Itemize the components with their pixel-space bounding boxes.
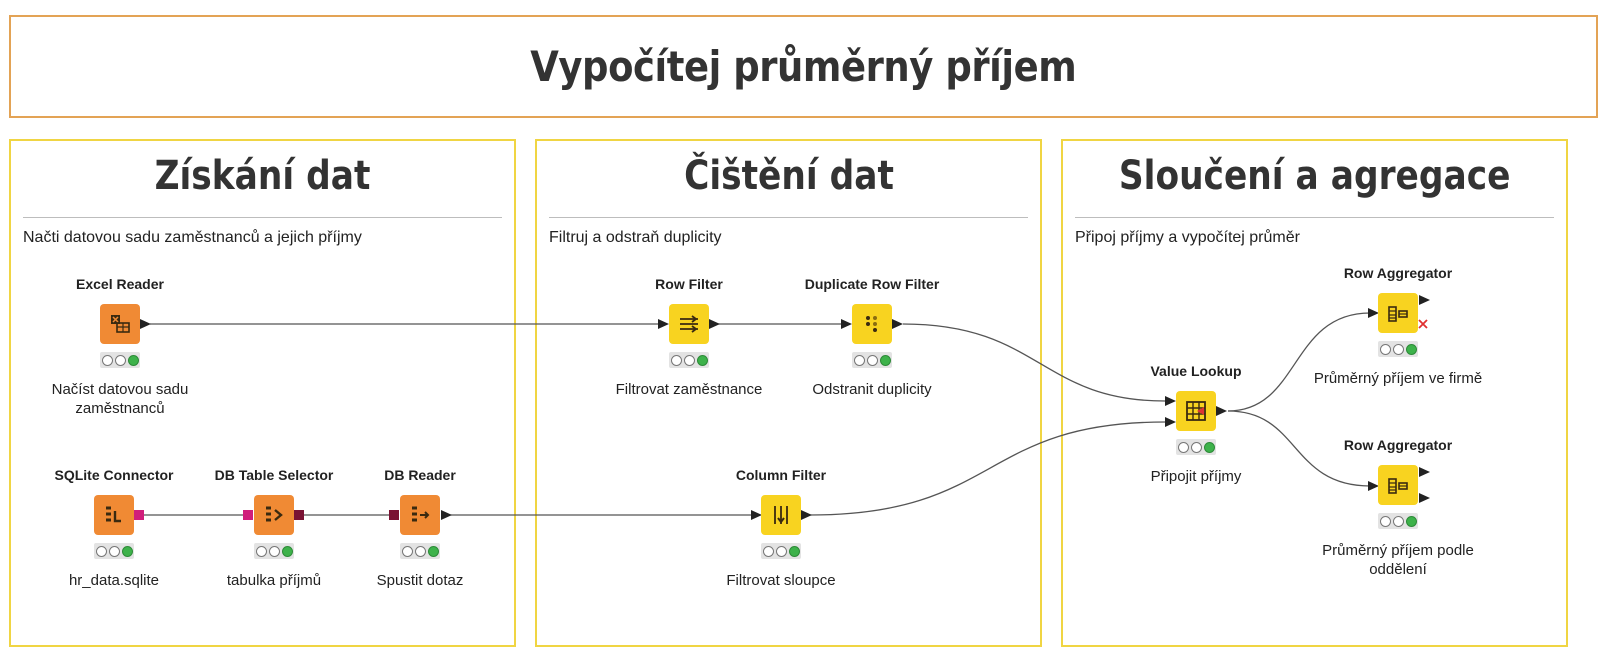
status-traffic-light [94,543,134,559]
status-traffic-light [761,543,801,559]
row-aggregator-icon[interactable] [1378,465,1418,505]
value-lookup-icon[interactable] [1176,391,1216,431]
node-label[interactable]: Spustit dotaz [376,572,464,589]
db-table-selector-icon[interactable] [254,495,294,535]
column-filter-icon[interactable] [761,495,801,535]
node-label[interactable]: Připojit příjmy [1150,468,1242,485]
section-title: Získání dat [154,153,371,199]
status-traffic-light [1378,341,1418,357]
node-name: Row Aggregator [1343,437,1453,453]
node-label[interactable]: tabulka příjmů [226,572,322,589]
node-name: Duplicate Row Filter [804,276,940,292]
duplicate-row-filter-icon[interactable] [852,304,892,344]
section-title: Sloučení a agregace [1118,153,1511,199]
db-reader-icon[interactable] [400,495,440,535]
excel-reader-icon[interactable] [100,304,140,344]
workflow-title: Vypočítej průměrný příjem [530,42,1077,91]
node-name: Excel Reader [76,276,164,292]
node-name: DB Reader [384,467,456,483]
status-traffic-light [254,543,294,559]
sqlite-connector-icon[interactable] [94,495,134,535]
section-description: Filtruj a odstraň duplicity [549,229,722,246]
status-traffic-light [852,352,892,368]
section-divider [1075,217,1554,218]
node-label[interactable]: hr_data.sqlite [68,572,160,589]
section-ziskani-dat[interactable]: Získání dat Načti datovou sadu zaměstnan… [9,139,516,647]
node-label[interactable]: Průměrný příjem podle oddělení [1322,542,1474,578]
status-traffic-light [100,352,140,368]
node-label[interactable]: Filtrovat sloupce [726,572,836,589]
node-name: Value Lookup [1150,363,1242,379]
status-traffic-light [669,352,709,368]
section-divider [23,217,502,218]
section-description: Připoj příjmy a vypočítej průměr [1075,229,1300,246]
section-title: Čištění dat [683,153,894,199]
section-divider [549,217,1028,218]
node-name: DB Table Selector [214,467,334,483]
node-name: SQLite Connector [54,467,174,483]
node-name: Column Filter [735,467,827,483]
status-traffic-light [1176,439,1216,455]
node-name: Row Filter [655,276,723,292]
status-traffic-light [1378,513,1418,529]
node-label[interactable]: Načíst datovou sadu zaměstnanců [51,381,189,417]
row-filter-icon[interactable] [669,304,709,344]
node-label[interactable]: Průměrný příjem ve firmě [1313,370,1483,387]
section-description: Načti datovou sadu zaměstnanců a jejich … [23,229,362,246]
node-label[interactable]: Filtrovat zaměstnance [615,381,763,398]
workflow-title-box: Vypočítej průměrný příjem [9,15,1598,118]
row-aggregator-icon[interactable] [1378,293,1418,333]
status-traffic-light [400,543,440,559]
node-label[interactable]: Odstranit duplicity [812,381,932,398]
node-name: Row Aggregator [1343,265,1453,281]
